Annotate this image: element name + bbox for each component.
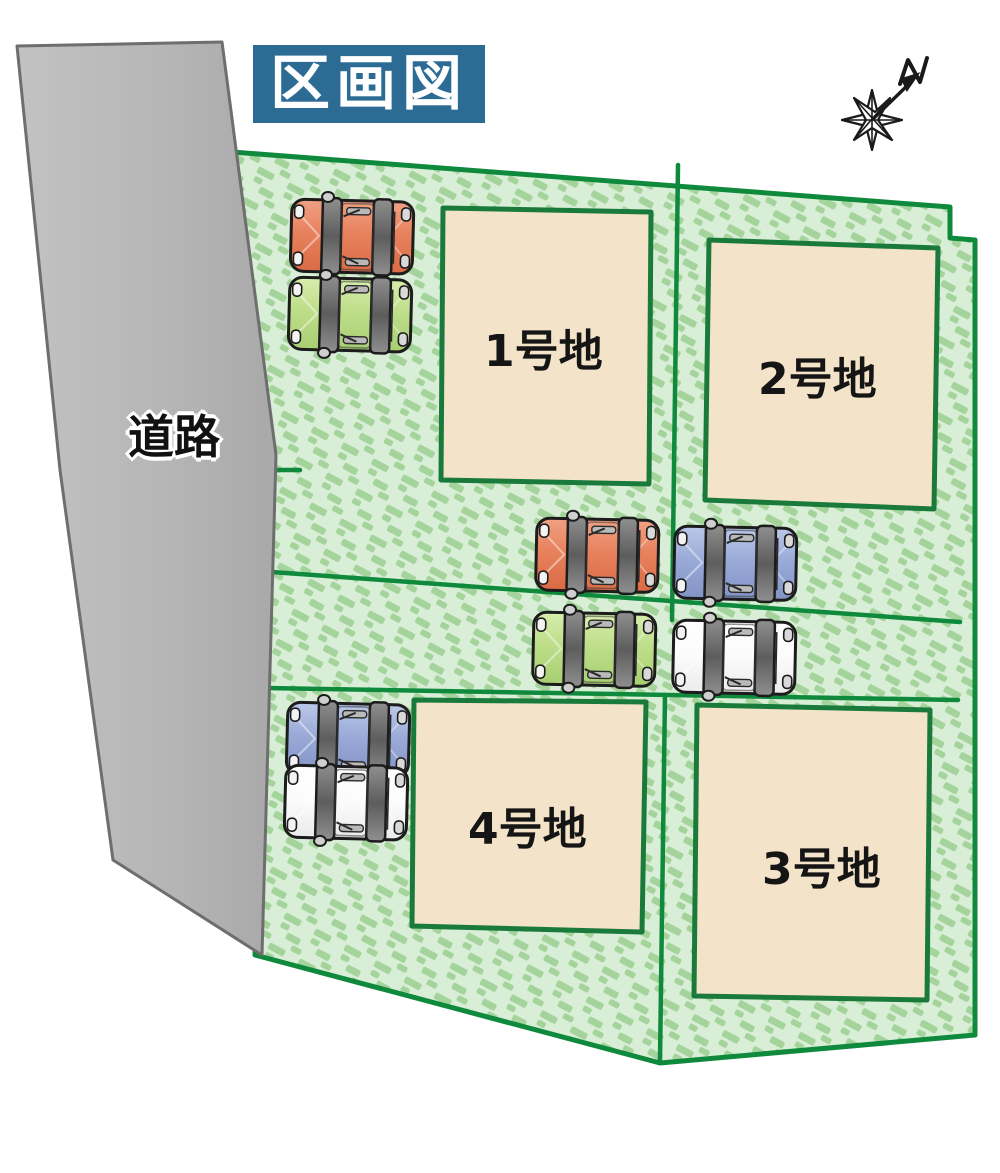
lot-label-3: 3号地 bbox=[762, 844, 881, 895]
compass-rose: N bbox=[828, 52, 936, 164]
divider-vertical-lower bbox=[657, 692, 668, 1063]
lot-2-shape bbox=[702, 237, 941, 512]
title-banner-background bbox=[253, 45, 485, 123]
car-orange-upper-left bbox=[288, 189, 416, 284]
car-orange-center-top bbox=[533, 508, 661, 603]
lot-4-shape bbox=[409, 697, 649, 935]
page-title: 区画図 bbox=[270, 49, 468, 119]
parcel-dividers bbox=[263, 162, 963, 1063]
divider-horizontal-lower bbox=[263, 685, 961, 703]
lot-label-4: 4号地 bbox=[468, 804, 587, 855]
lot-3-shape bbox=[691, 702, 933, 1003]
lot-label-1: 1号地 bbox=[484, 326, 603, 377]
compass-rose-icon: N bbox=[840, 56, 929, 152]
car-white-lower-left bbox=[282, 755, 410, 850]
car-blue-center-top bbox=[671, 516, 799, 611]
divider-horizontal-upper bbox=[269, 569, 963, 625]
car-green-upper-left bbox=[286, 267, 414, 362]
car-green-center-bottom bbox=[530, 602, 658, 697]
lot-rectangles bbox=[409, 205, 941, 1003]
road-area bbox=[15, 40, 278, 957]
car-white-center-bottom bbox=[670, 610, 798, 705]
lot-1-shape bbox=[438, 205, 654, 487]
lot-label-2: 2号地 bbox=[758, 354, 877, 405]
divider-vertical bbox=[669, 162, 681, 623]
road-label: 道路 bbox=[128, 410, 220, 464]
car-group-lot4-frontage bbox=[282, 692, 412, 850]
title-banner: 区画図 bbox=[253, 45, 485, 123]
